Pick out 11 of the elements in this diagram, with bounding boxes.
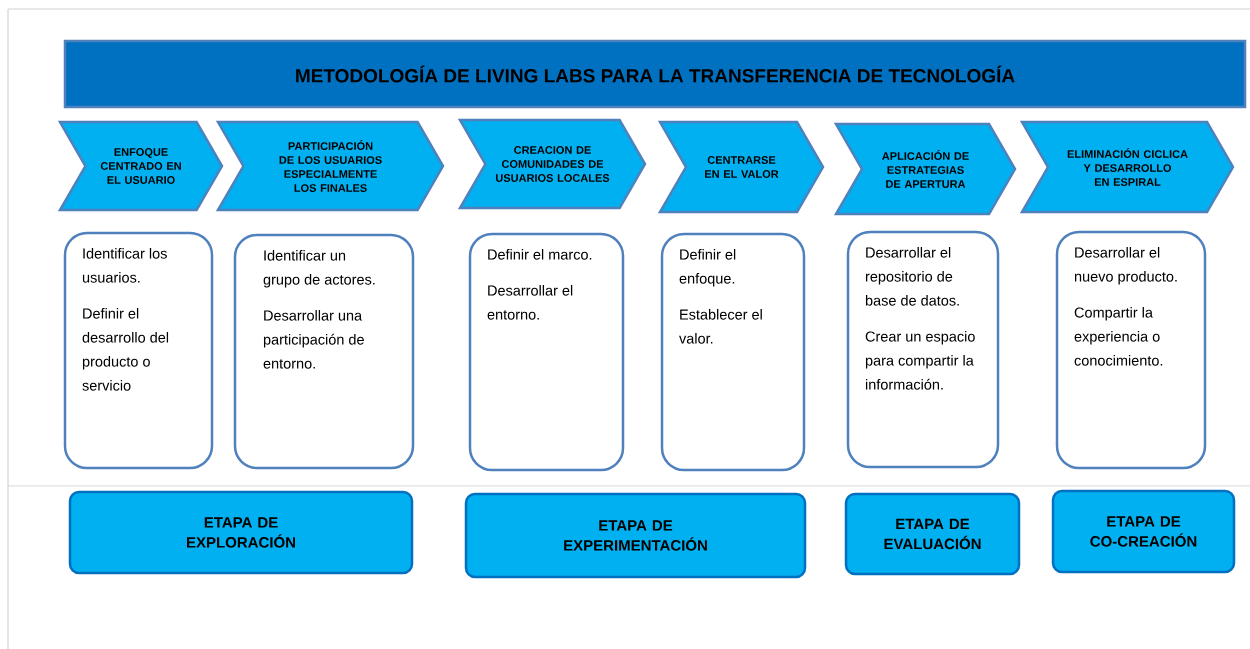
title-banner: METODOLOGÍA DE LIVING LABS PARA LA TRANSFERENCIA DE TECNOLOGÍA (63, 39, 1247, 109)
text-box: Definir el marco. Desarrollar el entorno. (468, 232, 625, 472)
stage-box: ETAPA DE EXPERIMENTACIÓN (464, 492, 807, 579)
stage-box: ETAPA DE EVALUACIÓN (844, 492, 1021, 576)
text-box: Definir el enfoque. Establecer el valor. (660, 232, 806, 472)
text-box: Identificar un grupo de actores. Desarrollar una participación de entorno. (233, 233, 415, 470)
text-box: Identificar los usuarios. Definir el desarrollo del producto o servicio (63, 231, 214, 470)
stage-box: ETAPA DE CO-CREACIÓN (1051, 489, 1236, 574)
stage-box: ETAPA DE EXPLORACIÓN (68, 490, 414, 575)
text-box: Desarrollar el repositorio de base de datos. Crear un espacio para compartir la información. (846, 230, 1000, 469)
text-box: Desarrollar el nuevo producto. Compartir la experiencia o conocimiento. (1055, 230, 1207, 470)
